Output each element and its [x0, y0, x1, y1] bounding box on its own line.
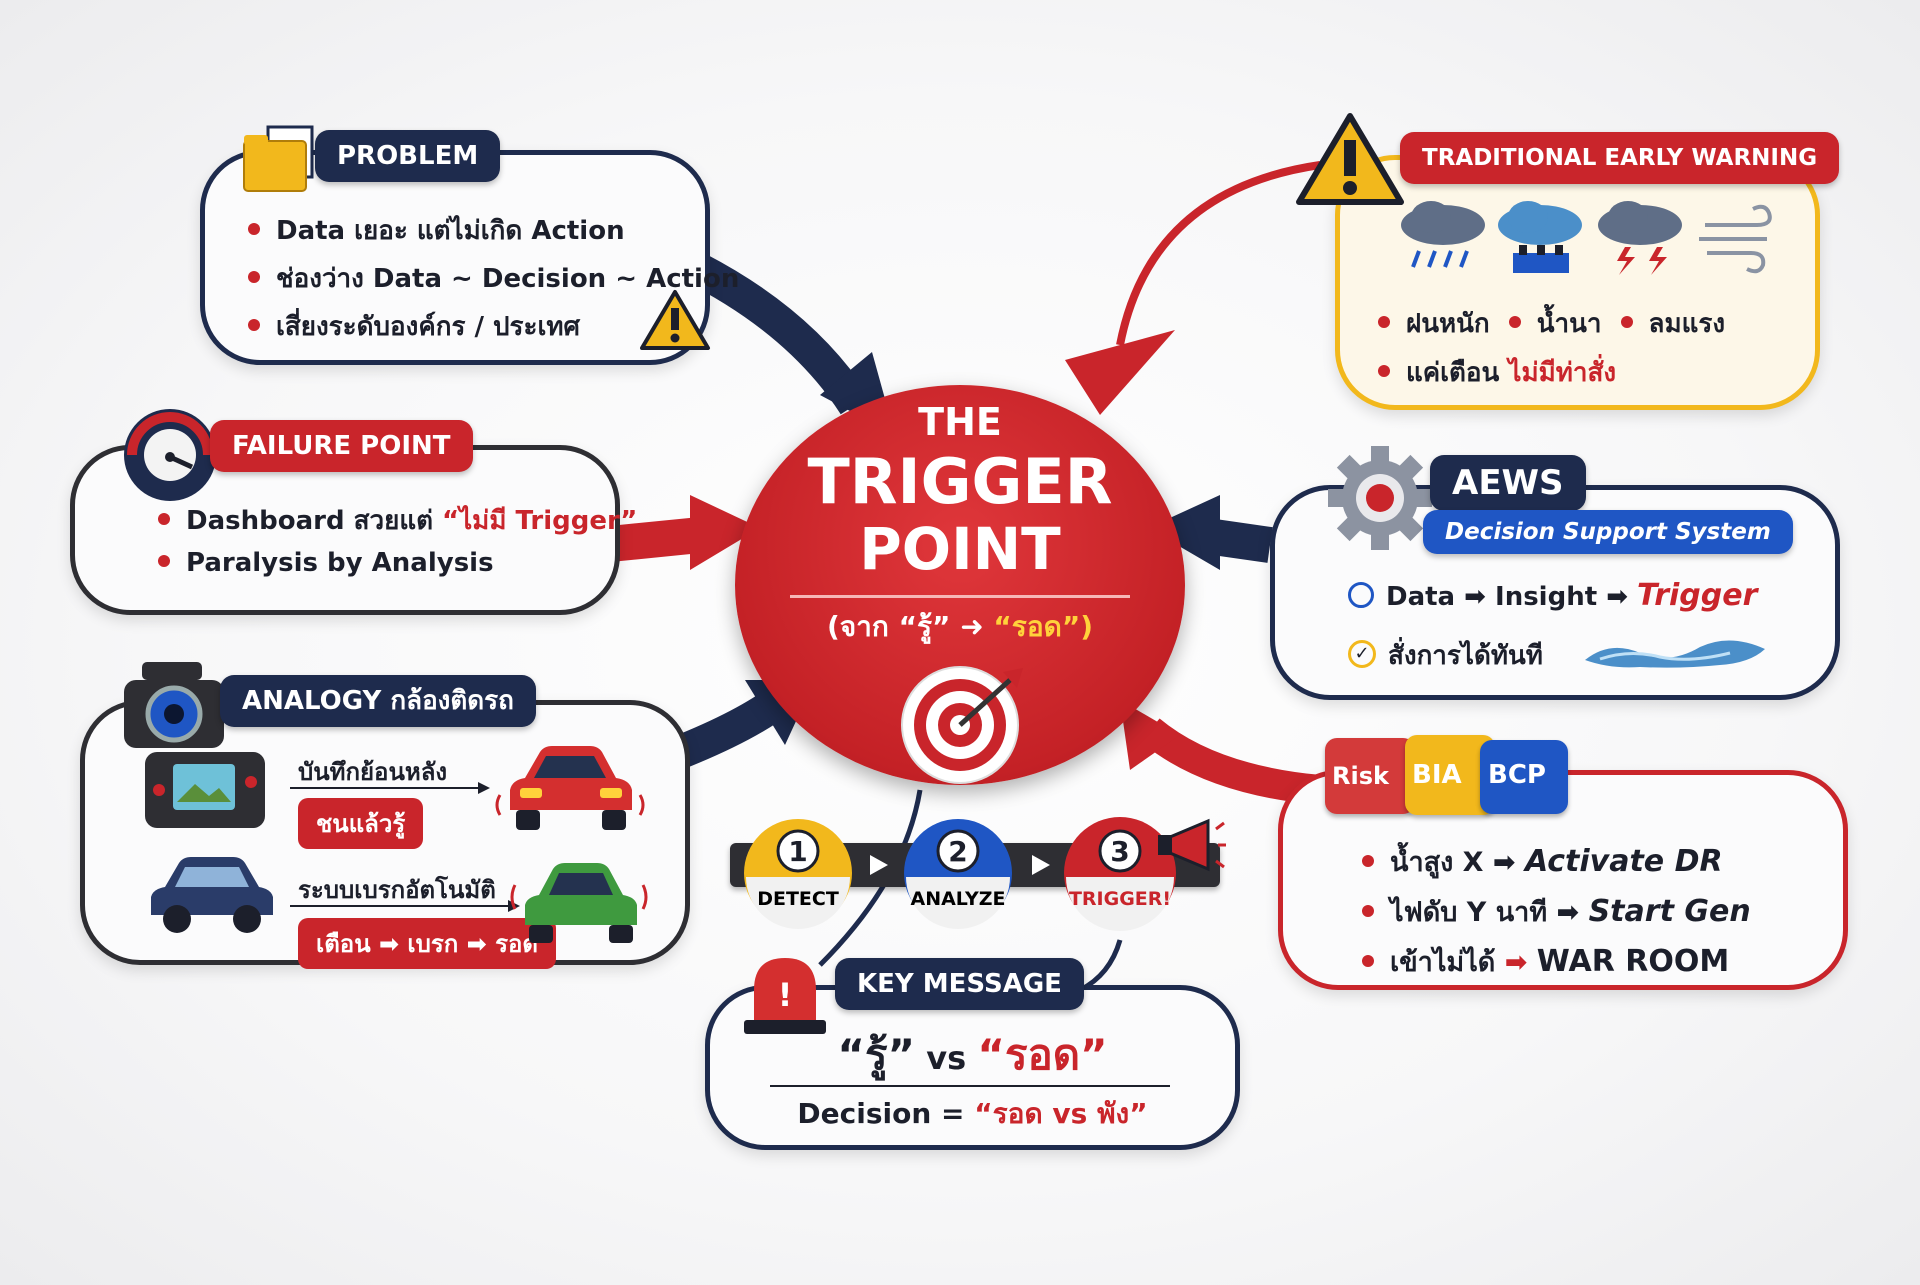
arrow-right-icon: ➡ [1504, 947, 1537, 978]
siren-icon: ! [744, 958, 826, 1034]
center-title-trigger: TRIGGER [807, 445, 1113, 518]
arrow-right-icon: ➡ [1606, 582, 1638, 612]
arrow-right-icon: ➡ [1556, 897, 1589, 928]
puzzle-bcp [1480, 740, 1568, 814]
analogy-row1-text: บันทึกย้อนหลัง [298, 758, 448, 786]
puzzle-bcp-label: BCP [1488, 760, 1546, 790]
analogy-row2-text: ระบบเบรกอัตโนมัติ [298, 876, 496, 904]
puzzle-row-1: น้ำสูง X ➡ Activate DR [1362, 840, 1723, 883]
dashcam-icon [145, 752, 265, 828]
folder-icon [243, 125, 314, 192]
check-icon: ✓ [1348, 639, 1376, 668]
center-title-the: THE [918, 400, 1002, 444]
step-detect: 1 DETECT [744, 819, 852, 929]
blue-car-icon [151, 857, 273, 933]
center-subtitle-open: (จาก “รู้” [826, 610, 951, 643]
target-icon [901, 666, 1023, 784]
warning-icon [640, 290, 710, 350]
aews-row-2: ✓สั่งการได้ทันที [1348, 635, 1543, 676]
row1-arrow [290, 782, 490, 794]
key-message-title: KEY MESSAGE [835, 958, 1084, 1010]
puzzle-risk-label: Risk [1332, 762, 1389, 790]
aews-title: AEWS [1430, 455, 1586, 511]
puzzle-row-2: ไฟดับ Y นาที ➡ Start Gen [1362, 890, 1751, 933]
key-message-sub: Decision = “รอด vs พัง” [797, 1097, 1148, 1130]
traditional-row-2: แค่เตือน ไม่มีท่าสั่ง [1378, 352, 1616, 393]
analogy-row2-badge: เตือน ➡ เบรก ➡ รอด [298, 918, 556, 969]
aews-row-1: Data ➡ Insight ➡ Trigger [1348, 578, 1757, 613]
problem-title: PROBLEM [315, 130, 501, 182]
gauge-icon [124, 409, 216, 501]
step-2-number: 2 [948, 835, 967, 868]
puzzle-risk [1325, 738, 1415, 814]
puzzle-bia-label: BIA [1412, 760, 1462, 790]
center-divider [790, 595, 1130, 598]
step-1-label: DETECT [757, 888, 839, 910]
puzzle-row-3: เข้าไม่ได้ ➡ WAR ROOM [1362, 940, 1729, 983]
step-chevrons [870, 855, 1050, 875]
failure-item-2: Paralysis by Analysis [158, 548, 494, 578]
water-wave-icon [1585, 640, 1765, 668]
analogy-title: ANALOGY กล้องติดรถ [220, 675, 536, 727]
row2-arrow [290, 900, 520, 912]
camera-icon [124, 662, 224, 748]
traditional-item-2: น้ำนา [1536, 309, 1602, 339]
problem-item-1: Data เยอะ แต่ไม่เกิด Action [248, 210, 625, 251]
key-message-divider [770, 1085, 1170, 1087]
rain-cloud-icon [1401, 201, 1485, 268]
step-analyze: 2 ANALYZE [904, 819, 1012, 929]
problem-item-3: เสี่ยงระดับองค์กร / ประเทศ [248, 306, 580, 347]
weather-icons [1401, 201, 1772, 275]
center-title-point: POINT [859, 515, 1061, 583]
megaphone-icon [1158, 818, 1226, 872]
aews-subtitle: Decision Support System [1423, 510, 1793, 554]
key-message-main: “รู้” vs “รอด” [837, 1030, 1108, 1079]
wind-icon [1699, 204, 1772, 274]
step-3-number: 3 [1110, 835, 1129, 868]
step-trigger: 3 TRIGGER! [1064, 817, 1226, 931]
arrow-right-icon: ➡ [1464, 582, 1496, 612]
center-subtitle-close: “รอด”) [993, 610, 1094, 643]
center-subtitle: (จาก “รู้” ➜ “รอด”) [735, 605, 1185, 649]
gear-icon [1328, 446, 1432, 550]
step-3-label: TRIGGER! [1069, 888, 1171, 910]
green-car-icon [510, 863, 648, 943]
step-1-number: 1 [788, 835, 807, 868]
traditional-panel [1335, 155, 1820, 410]
traditional-title: TRADITIONAL EARLY WARNING [1400, 132, 1840, 184]
arrow-right-icon: ➡ [1492, 847, 1525, 878]
clock-icon [1348, 581, 1374, 608]
traditional-row-1: ฝนหนัก น้ำนา ลมแรง [1378, 303, 1725, 344]
flood-cloud-icon [1498, 201, 1582, 273]
traditional-item-1: ฝนหนัก [1406, 309, 1490, 339]
red-car-icon [495, 746, 645, 830]
failure-item-1: Dashboard สวยแต่ “ไม่มี Trigger” [158, 500, 637, 541]
arrow-right-icon: ➜ [960, 610, 994, 643]
failure-title: FAILURE POINT [210, 420, 473, 472]
step-2-label: ANALYZE [911, 888, 1006, 910]
storm-cloud-icon [1598, 201, 1682, 275]
problem-item-2: ช่องว่าง Data ~ Decision ~ Action [248, 258, 739, 299]
analogy-row1-badge: ชนแล้วรู้ [298, 798, 424, 849]
svg-text:!: ! [778, 976, 793, 1014]
traditional-item-3: ลมแรง [1648, 309, 1726, 339]
warning-icon-large [1296, 113, 1404, 205]
